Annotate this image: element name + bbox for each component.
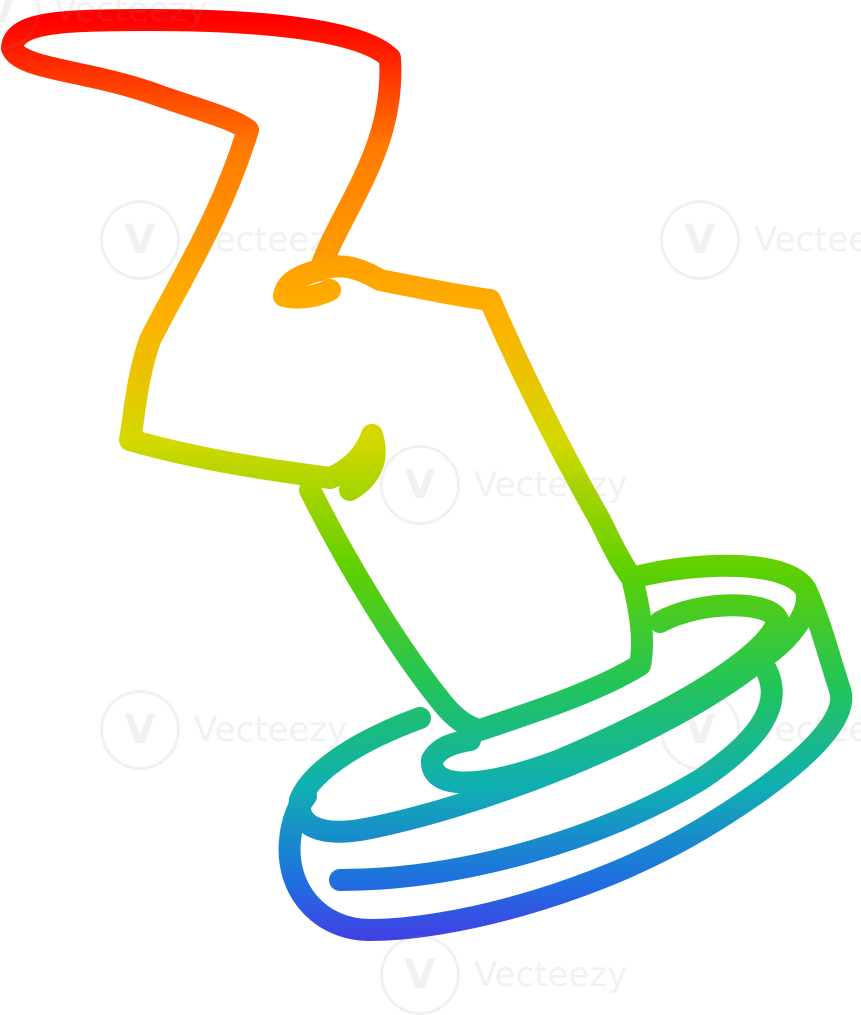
pin-base-bottom-edge	[329, 649, 783, 891]
pin-head-notch	[339, 424, 386, 501]
pin-head-left-edge	[1, 37, 383, 489]
pin-base-outer-wall	[278, 579, 853, 941]
pin-base-inner-rim	[421, 594, 789, 794]
pin-shaft-left	[299, 479, 491, 741]
push-pin-illustration	[1, 9, 853, 941]
pin-head-inner-notch	[273, 259, 341, 309]
pin-shaft-right	[469, 567, 653, 741]
